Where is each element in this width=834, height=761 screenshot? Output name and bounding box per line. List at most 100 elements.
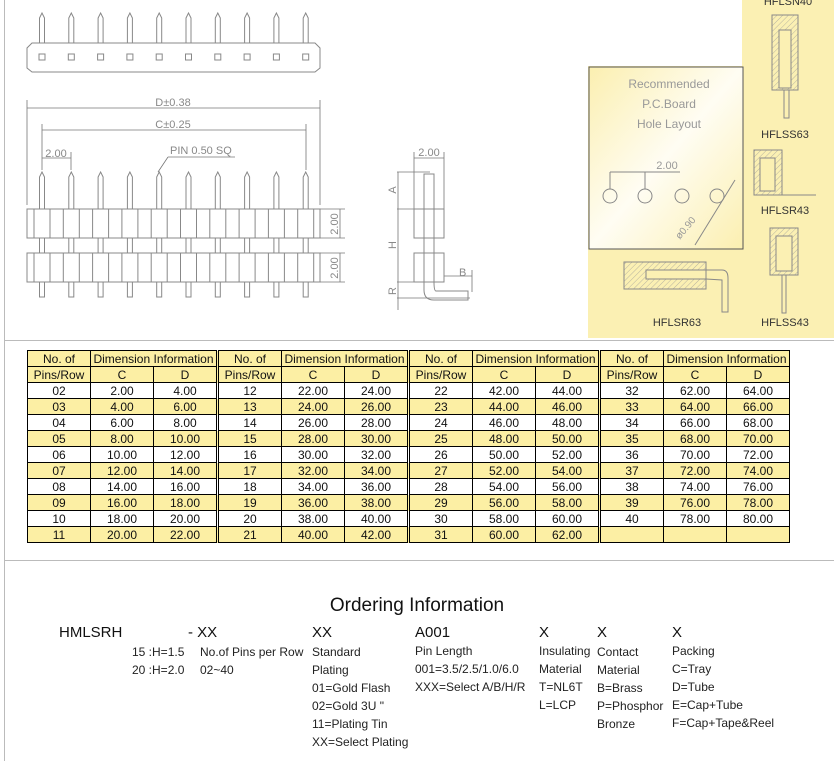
table-cell: 28: [407, 478, 473, 495]
pin-square: [67, 53, 75, 61]
table-cell: 40.00: [281, 526, 345, 543]
table-cell: 32.00: [344, 446, 409, 463]
pcb-title: Recommended: [628, 77, 709, 91]
dim-d-label: D±0.38: [155, 97, 190, 109]
table-cell: 10.00: [153, 430, 218, 447]
part-code: HMLSRH: [59, 624, 123, 641]
table-cell: 32.00: [281, 462, 345, 479]
table-cell: 07: [27, 462, 91, 479]
pin: [214, 170, 221, 209]
table-cell: 37: [598, 462, 664, 479]
pins-label: No.of Pins per Row: [200, 645, 304, 659]
table-cell: 18: [216, 478, 282, 495]
ordering-title: Ordering Information: [329, 595, 505, 616]
pin: [273, 11, 280, 43]
pin: [97, 170, 104, 209]
table-cell: 48.00: [472, 430, 536, 447]
table-cell: 38: [598, 478, 664, 495]
table-cell: 03: [27, 398, 91, 415]
label-a: A: [387, 186, 399, 194]
table-cell: 14.00: [153, 462, 218, 479]
pin: [185, 170, 192, 209]
pcb-title: P.C.Board: [642, 97, 696, 111]
table-cell: D: [153, 366, 218, 383]
pin: [126, 237, 133, 254]
pin: [185, 237, 192, 254]
table-cell: 26: [407, 446, 473, 463]
table-cell: 38.00: [281, 510, 345, 527]
table-cell: 25: [407, 430, 473, 447]
table-cell: 14.00: [90, 478, 154, 495]
table-cell: 22.00: [281, 382, 345, 399]
pin: [302, 11, 309, 43]
table-cell: 8.00: [90, 430, 154, 447]
divider: [4, 340, 834, 341]
table-cell: D: [344, 366, 409, 383]
table-cell: C: [472, 366, 536, 383]
table-cell: 76.00: [663, 494, 727, 511]
length-line: Pin Length: [415, 644, 473, 658]
table-cell: C: [281, 366, 345, 383]
length-line: XXX=Select A/B/H/R: [415, 680, 526, 694]
header-row-body: [26, 208, 321, 239]
table-cell: 24: [407, 414, 473, 431]
table-cell: 60.00: [472, 526, 536, 543]
pin: [156, 237, 163, 254]
table-cell: 12: [216, 382, 282, 399]
table-cell: 68.00: [663, 430, 727, 447]
row-pitch-label: 2.00: [329, 213, 341, 234]
table-cell: 26.00: [344, 398, 409, 415]
top-body: [26, 42, 321, 73]
pin: [244, 281, 251, 298]
table-cell: C: [90, 366, 154, 383]
table-cell: 30: [407, 510, 473, 527]
pin: [39, 170, 45, 209]
pin: [156, 281, 163, 298]
pin: [97, 237, 104, 254]
table-cell: 54.00: [472, 478, 536, 495]
table-cell: 74.00: [663, 478, 727, 495]
pin: [214, 11, 221, 43]
pin: [273, 170, 280, 209]
packing-line: F=Cap+Tape&Reel: [672, 716, 775, 730]
pin: [302, 237, 309, 254]
table-cell: 15: [216, 430, 282, 447]
plating-line: Plating: [312, 663, 349, 677]
pin: [68, 237, 75, 254]
height-option: 15 :H=1.5: [132, 645, 185, 659]
table-cell: 58.00: [535, 494, 600, 511]
table-cell: 40.00: [344, 510, 409, 527]
table-cell: 16: [216, 446, 282, 463]
table-cell: 18.00: [153, 494, 218, 511]
table-cell: 46.00: [535, 398, 600, 415]
table-cell: 22.00: [153, 526, 218, 543]
table-cell: No. of: [407, 350, 473, 367]
table-cell: Dimension Information: [281, 350, 409, 367]
table-cell: 31: [407, 526, 473, 543]
table-cell: 36.00: [344, 478, 409, 495]
pin-label: PIN 0.50 SQ: [170, 145, 232, 157]
table-cell: Dimension Information: [663, 350, 790, 367]
table-cell: 46.00: [472, 414, 536, 431]
pin-square: [97, 53, 105, 61]
pin-square: [126, 53, 134, 61]
pin: [126, 281, 133, 298]
plating-line: 01=Gold Flash: [312, 681, 391, 695]
pin: [156, 170, 163, 209]
table-cell: 16.00: [153, 478, 218, 495]
table-cell: 62.00: [663, 382, 727, 399]
table-cell: 18.00: [90, 510, 154, 527]
table-cell: [598, 526, 664, 543]
pcb-title: Hole Layout: [637, 117, 702, 131]
table-cell: 20.00: [153, 510, 218, 527]
pin-square: [243, 53, 251, 61]
table-cell: 70.00: [726, 430, 790, 447]
table-cell: 72.00: [663, 462, 727, 479]
table-cell: 70.00: [663, 446, 727, 463]
